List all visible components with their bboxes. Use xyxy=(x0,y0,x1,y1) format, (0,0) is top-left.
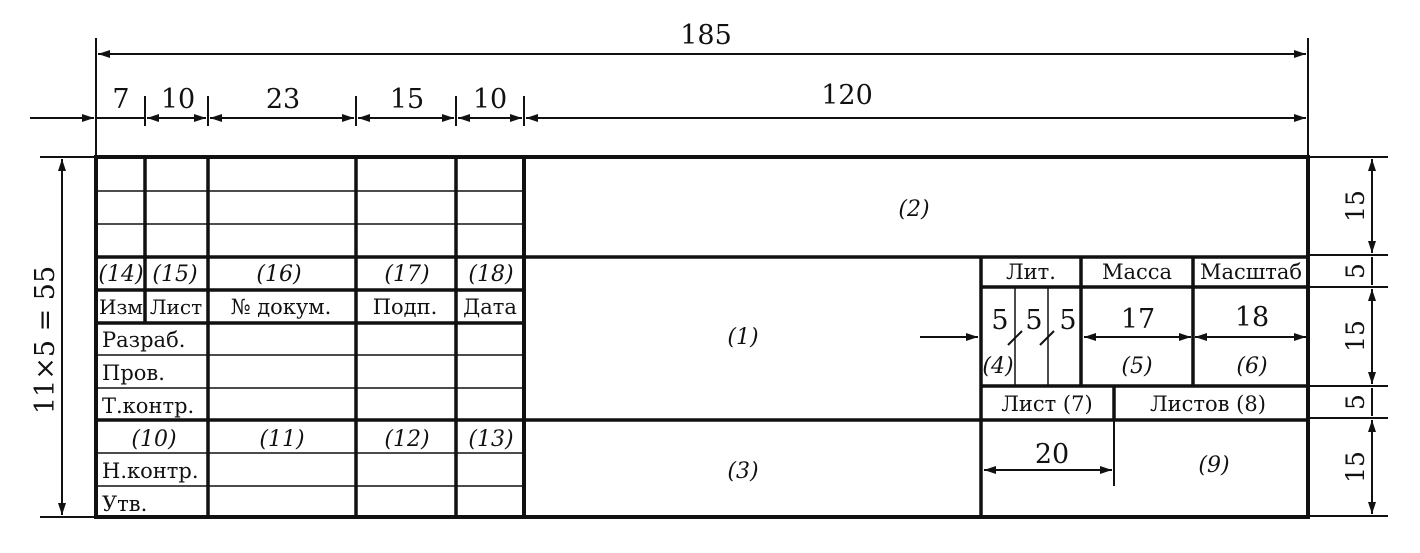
field-6: (6) xyxy=(1236,354,1267,379)
dim-lit-5c: 5 xyxy=(1059,305,1076,336)
label-list-7: Лист (7) xyxy=(1001,392,1092,416)
field-15: (15) xyxy=(152,262,197,287)
label-masshtab: Масштаб xyxy=(1200,260,1302,284)
label-lit: Лит. xyxy=(1006,260,1056,284)
dim-h15c: 15 xyxy=(1341,451,1370,483)
frame-grid xyxy=(94,155,1310,519)
header-no-dokum: № докум. xyxy=(231,295,332,319)
dim-23: 23 xyxy=(266,84,300,115)
dim-lit-5a: 5 xyxy=(991,305,1008,336)
dim-120: 120 xyxy=(821,80,873,111)
field-11: (11) xyxy=(259,427,304,452)
row-tkontr: Т.контр. xyxy=(102,394,194,418)
field-14: (14) xyxy=(98,262,143,287)
field-9: (9) xyxy=(1198,453,1229,478)
dim-h15b: 15 xyxy=(1341,320,1370,352)
dim-185: 185 xyxy=(680,20,732,51)
field-4: (4) xyxy=(982,354,1013,379)
header-izm: Изм xyxy=(99,295,143,319)
header-podp: Подп. xyxy=(373,295,438,319)
dimension-lines xyxy=(30,50,1376,515)
header-data: Дата xyxy=(463,295,517,319)
field-12: (12) xyxy=(384,427,429,452)
field-18: (18) xyxy=(468,262,513,287)
dim-15: 15 xyxy=(390,84,424,115)
dim-h15a: 15 xyxy=(1341,190,1370,222)
field-3: (3) xyxy=(727,459,758,484)
dim-10a: 10 xyxy=(161,84,195,115)
dim-lit-5b: 5 xyxy=(1025,305,1042,336)
header-list: Лист xyxy=(150,295,202,319)
field-2: (2) xyxy=(898,197,929,222)
row-utv: Утв. xyxy=(102,492,147,516)
field-numbers: (2) (1) (3) (4) (5) (6) (14) (15) (16) (… xyxy=(98,197,1267,484)
extension-lines xyxy=(40,38,1388,518)
row-nkontr: Н.контр. xyxy=(102,459,199,483)
row-prov: Пров. xyxy=(102,361,165,385)
field-10: (10) xyxy=(131,427,176,452)
dim-h5a: 5 xyxy=(1341,263,1370,279)
field-17: (17) xyxy=(384,262,429,287)
dim-height-formula: 11×5 = 55 xyxy=(30,266,61,414)
label-massa: Масса xyxy=(1102,260,1172,284)
dim-10b: 10 xyxy=(473,84,507,115)
dim-h5b: 5 xyxy=(1341,394,1370,410)
dim-7: 7 xyxy=(112,84,129,115)
field-1: (1) xyxy=(727,325,758,350)
right-block-labels: Лит. Масса Масштаб Лист (7) Листов (8) xyxy=(1001,260,1302,416)
field-13: (13) xyxy=(468,427,513,452)
column-headers: Изм Лист № докум. Подп. Дата xyxy=(99,295,517,319)
field-16: (16) xyxy=(256,262,301,287)
dimension-labels: 185 7 10 23 15 10 120 5 5 5 17 18 20 15 … xyxy=(30,20,1370,483)
field-5: (5) xyxy=(1121,354,1152,379)
dim-17: 17 xyxy=(1121,304,1155,335)
row-labels: Разраб. Пров. Т.контр. Н.контр. Утв. xyxy=(102,328,199,516)
dim-18: 18 xyxy=(1235,302,1269,333)
label-listov-8: Листов (8) xyxy=(1150,392,1266,416)
row-razrab: Разраб. xyxy=(102,328,185,352)
dim-20: 20 xyxy=(1035,439,1069,470)
